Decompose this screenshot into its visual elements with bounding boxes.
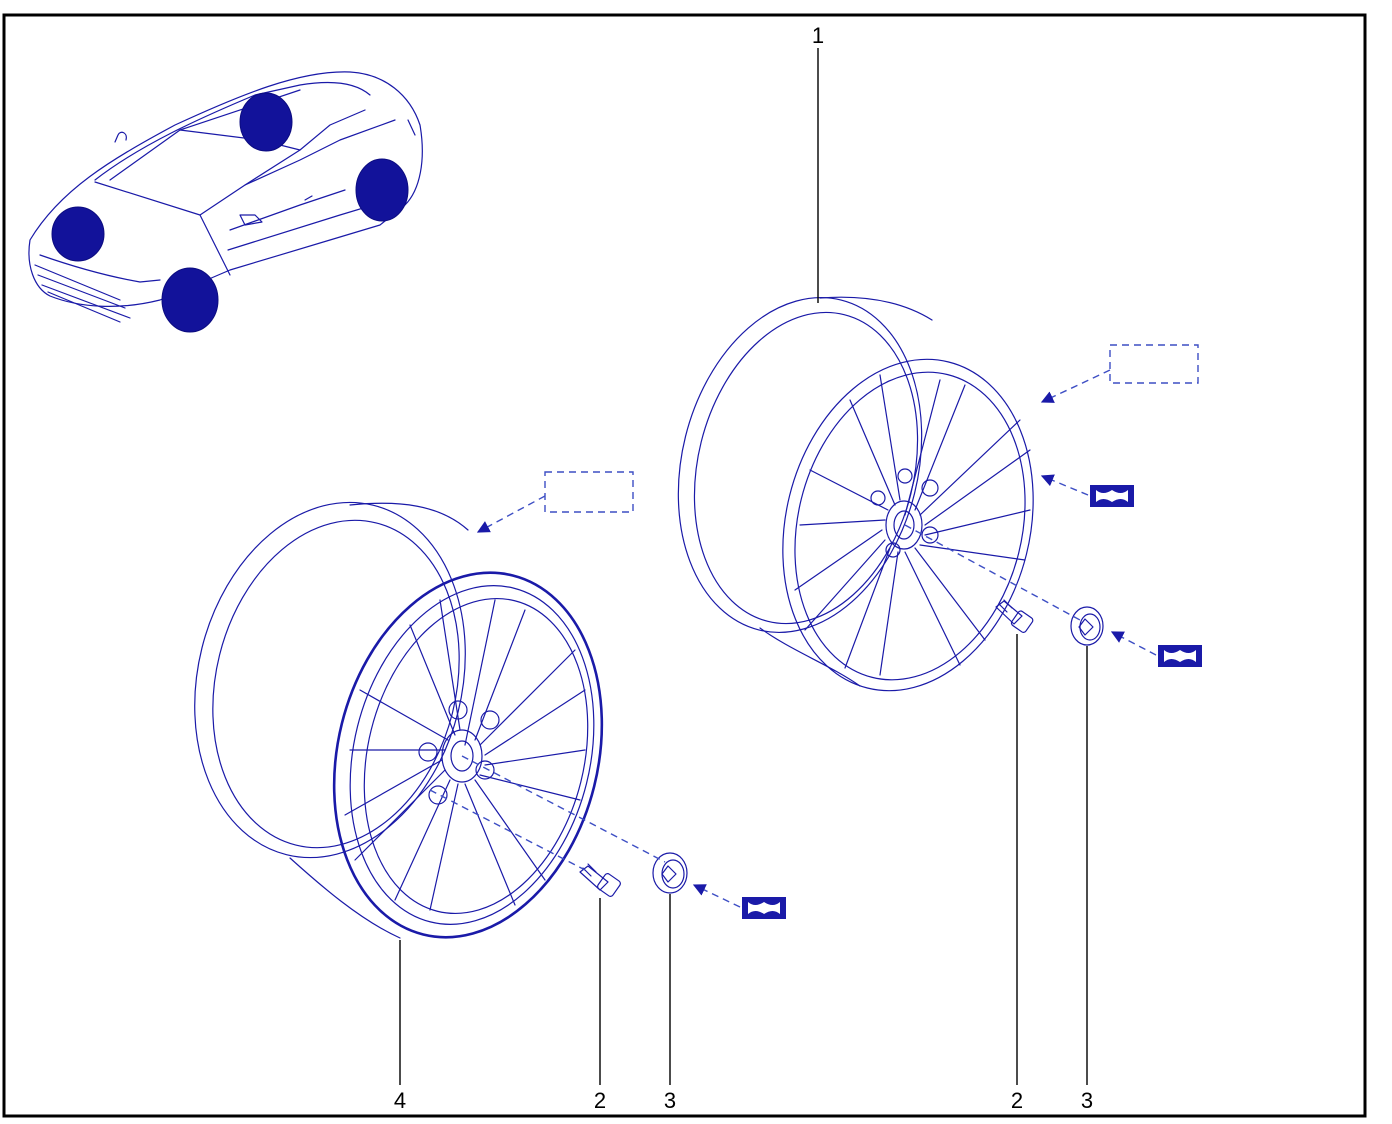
axis-lower-bolt	[429, 789, 586, 871]
wheel-bolt-lower	[579, 863, 621, 897]
tool-symbol-upper-2	[1110, 631, 1202, 667]
car-outline	[28, 71, 423, 323]
car-wheel-front-right-marker	[161, 267, 219, 333]
upper-wheel-spokes	[794, 374, 1031, 676]
tool-symbol-upper-1	[1040, 474, 1134, 507]
part-label-leader-lower	[476, 495, 546, 533]
centre-cap-lower	[652, 852, 688, 894]
axis-upper-wheel	[904, 524, 1081, 621]
callout-3-left: 3	[664, 1088, 676, 1113]
part-label-leader-upper	[1040, 369, 1111, 403]
tool-symbol-lower	[692, 884, 786, 919]
wheel-bolt-upper	[995, 599, 1034, 633]
callout-1: 1	[812, 23, 824, 48]
car-wheel-rear-right-marker	[355, 158, 409, 222]
callout-2-left: 2	[594, 1088, 606, 1113]
car-wheel-front-left-marker	[51, 206, 105, 262]
centre-cap-upper	[1070, 606, 1104, 646]
axis-lower-wheel	[461, 755, 666, 863]
part-label-box-lower	[544, 471, 634, 513]
car-wheel-rear-left-marker	[239, 92, 293, 152]
alloy-wheel-upper	[677, 296, 1034, 692]
callout-2-right: 2	[1011, 1088, 1023, 1113]
callout-3-right: 3	[1081, 1088, 1093, 1113]
lower-wheel-spokes	[344, 599, 586, 911]
part-label-box-upper	[1109, 344, 1199, 384]
car-location-thumbnail	[28, 71, 423, 333]
callout-4: 4	[394, 1088, 406, 1113]
diagram-frame	[2, 13, 1367, 1118]
alloy-wheel-lower	[194, 501, 604, 939]
